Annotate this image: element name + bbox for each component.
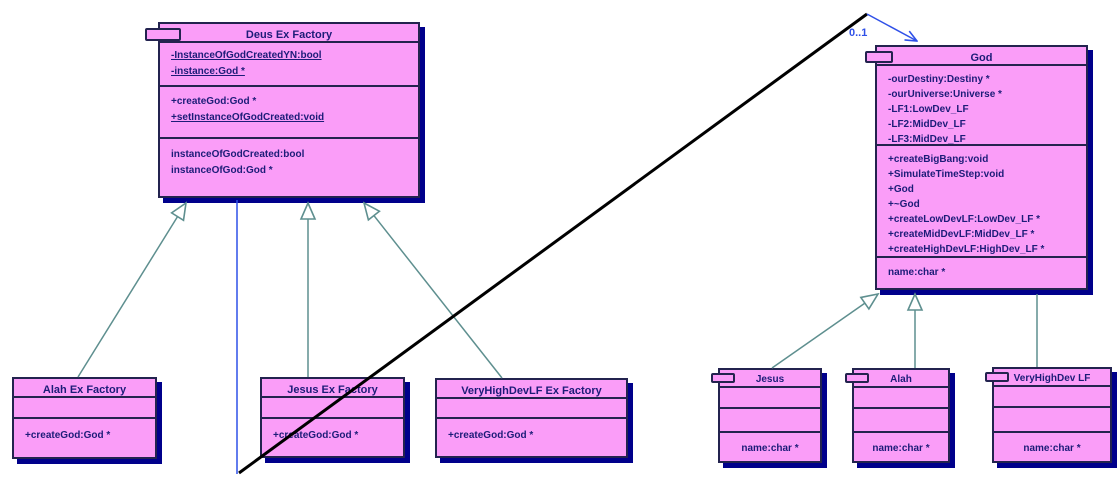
property-row: instanceOfGodCreated:bool (171, 149, 305, 160)
attribute-row: -LF1:LowDev_LF (888, 104, 969, 115)
class-box-alah[interactable]: Alah name:char * (845, 368, 950, 463)
class-title: Jesus (720, 370, 820, 388)
class-box-jesus-ex-factory[interactable]: Jesus Ex Factory +createGod:God * (260, 377, 405, 458)
class-icon (145, 28, 181, 41)
operation-row: +~God (888, 199, 920, 210)
class-title: Alah (854, 370, 948, 388)
attribute-row: -LF3:MidDev_LF (888, 134, 966, 145)
operation-row: +createLowDevLF:LowDev_LF * (888, 214, 1040, 225)
attribute-row: -InstanceOfGodCreatedYN:bool (171, 50, 322, 61)
attribute-row: -LF2:MidDev_LF (888, 119, 966, 130)
operation-row: +createGod:God * (171, 96, 257, 107)
multiplicity-label: 0..1 (849, 27, 868, 39)
class-title: VeryHighDev LF (994, 369, 1110, 387)
class-title: Deus Ex Factory (160, 24, 418, 43)
operation-row: +God (888, 184, 914, 195)
attribute-row: -ourDestiny:Destiny * (888, 74, 990, 85)
class-box-veryhighdevlf-ex-factory[interactable]: VeryHighDevLF Ex Factory +createGod:God … (435, 378, 628, 458)
property-row: name:char * (1023, 443, 1081, 454)
class-box-deus-ex-factory[interactable]: Deus Ex Factory -InstanceOfGodCreatedYN:… (145, 22, 420, 198)
attribute-row: -instance:God * (171, 66, 245, 77)
class-box-alah-ex-factory[interactable]: Alah Ex Factory +createGod:God * (12, 377, 157, 459)
operation-row: +createHighDevLF:HighDev_LF * (888, 244, 1045, 255)
class-title: VeryHighDevLF Ex Factory (437, 380, 626, 399)
class-title: Jesus Ex Factory (262, 379, 403, 398)
property-row: name:char * (741, 443, 799, 454)
attribute-row: -ourUniverse:Universe * (888, 89, 1002, 100)
operation-row: +createGod:God * (273, 430, 359, 441)
class-title: God (877, 47, 1086, 66)
operation-row: +createBigBang:void (888, 154, 989, 165)
class-icon (865, 51, 893, 63)
operation-row: +createMidDevLF:MidDev_LF * (888, 229, 1035, 240)
property-row: instanceOfGod:God * (171, 165, 273, 176)
operation-row: +createGod:God * (448, 430, 534, 441)
class-icon (845, 373, 869, 383)
generalization-jesus-to-god[interactable] (771, 294, 878, 369)
class-title: Alah Ex Factory (14, 379, 155, 398)
operation-row: +createGod:God * (25, 430, 111, 441)
operation-row: +SimulateTimeStep:void (888, 169, 1005, 180)
class-box-god[interactable]: God -ourDestiny:Destiny * -ourUniverse:U… (865, 45, 1088, 290)
generalization-veryhighdevlf-ex-factory-to-deus-ex-factory[interactable] (364, 203, 503, 379)
generalization-alah-ex-factory-to-deus-ex-factory[interactable] (77, 203, 186, 378)
association-arrow-to-god[interactable] (866, 13, 917, 41)
class-box-jesus[interactable]: Jesus name:char * (711, 368, 822, 463)
operation-row: +setInstanceOfGodCreated:void (171, 112, 325, 123)
property-row: name:char * (888, 267, 946, 278)
class-icon (711, 373, 735, 383)
class-icon (985, 372, 1009, 382)
property-row: name:char * (872, 443, 930, 454)
class-box-veryhighdev-lf[interactable]: VeryHighDev LF name:char * (985, 367, 1112, 463)
